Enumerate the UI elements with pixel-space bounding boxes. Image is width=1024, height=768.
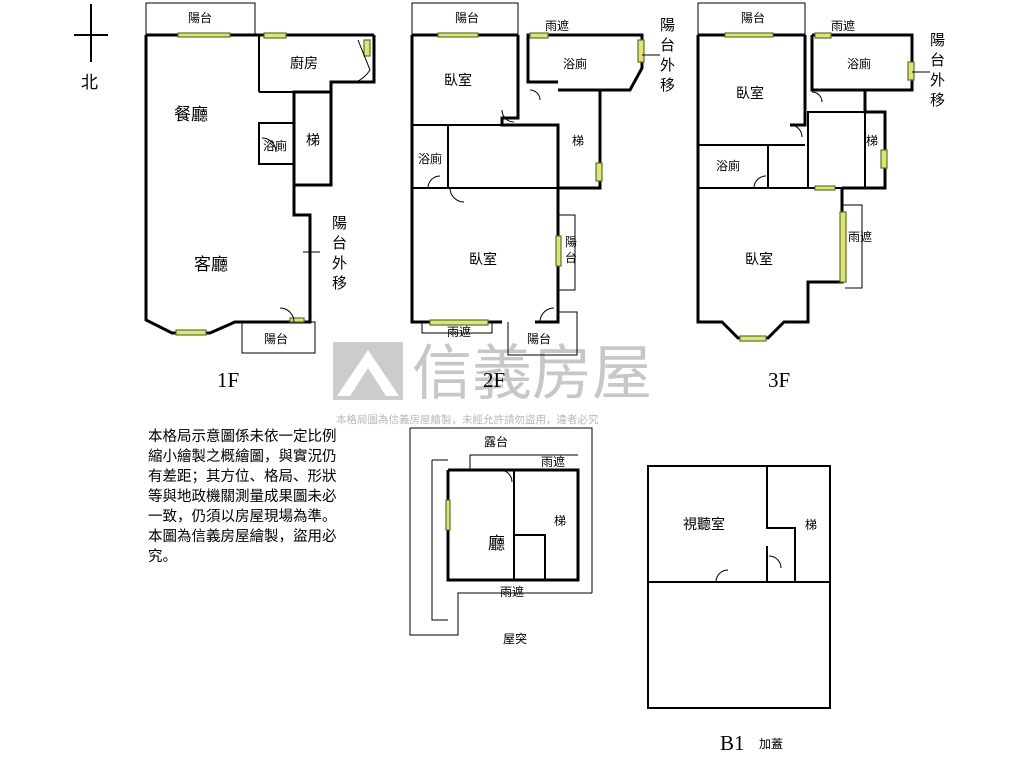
f1-balcony-bottom: 陽台 <box>264 331 288 346</box>
f3-balcony-top: 陽台 <box>741 10 765 25</box>
floor-roof: 露台 雨遮 梯 廳 雨遮 屋突 <box>409 427 593 646</box>
compass: 北 <box>74 4 108 93</box>
f3-balcony-out: 陽 台 外 移 <box>930 31 950 109</box>
f3-canopy-side: 雨遮 <box>848 229 872 244</box>
roof-canopy-bottom: 雨遮 <box>500 584 524 599</box>
f1-balcony-top: 陽台 <box>188 10 212 25</box>
roof-canopy-top: 雨遮 <box>541 454 565 469</box>
f3-bathroom-left: 浴廁 <box>716 158 740 173</box>
b1-stairs: 梯 <box>805 518 817 532</box>
roof-floor-label: 屋突 <box>503 631 527 646</box>
f3-canopy-top: 雨遮 <box>831 18 855 33</box>
b1-av-room: 視聽室 <box>683 516 725 533</box>
floor-b1: 視聽室 梯 B1 加蓋 <box>647 465 831 755</box>
b1-floor-note: 加蓋 <box>759 737 783 751</box>
watermark-notice: 本格局圖為信義房屋繪製，未經允許請勿盜用，違者必究 <box>336 413 599 426</box>
f1-kitchen: 廚房 <box>290 55 318 72</box>
f3-bathroom-top: 浴廁 <box>847 56 871 71</box>
brand-logo-icon <box>333 342 403 400</box>
f2-balcony-bottom: 陽台 <box>527 331 551 346</box>
f2-stairs: 梯 <box>572 134 584 148</box>
f2-floor-label: 2F <box>483 368 505 392</box>
disclaimer-note: 本格局示意圖係未依一定比例縮小繪製之概繪圖，與實況仍有差距；其方位、格局、形狀等… <box>148 429 337 565</box>
north-label: 北 <box>81 73 98 93</box>
watermark-brand: 信義房屋 <box>412 339 652 409</box>
f2-bedroom-top: 臥室 <box>444 72 472 89</box>
roof-hall: 廳 <box>488 534 505 554</box>
f3-bedroom-top: 臥室 <box>736 85 764 102</box>
f3-floor-label: 3F <box>768 368 790 392</box>
f3-stairs: 梯 <box>866 134 878 148</box>
f2-balcony-top: 陽台 <box>455 10 479 25</box>
f2-balcony-side: 陽 台 <box>565 235 581 265</box>
b1-floor-label: B1 <box>720 731 745 755</box>
f2-bedroom-main: 臥室 <box>469 251 497 268</box>
f1-bathroom: 浴廁 <box>263 138 287 153</box>
f1-living: 客廳 <box>194 255 228 275</box>
f2-balcony-out: 陽 台 外 移 <box>660 16 680 94</box>
floor-3f: 陽台 雨遮 臥室 浴廁 浴廁 梯 雨遮 臥室 3F <box>696 2 930 392</box>
watermark: 信義房屋 本格局圖為信義房屋繪製，未經允許請勿盜用，違者必究 <box>333 339 652 426</box>
f2-bathroom-top: 浴廁 <box>563 56 587 71</box>
f1-floor-label: 1F <box>217 368 239 392</box>
floor-2f: 陽台 雨遮 臥室 浴廁 浴廁 梯 臥室 雨遮 陽台 2F <box>410 2 660 392</box>
f2-bathroom-left: 浴廁 <box>418 151 442 166</box>
f2-canopy-bottom: 雨遮 <box>447 324 471 339</box>
f1-balcony-out: 陽 台 外 移 <box>332 214 352 292</box>
f1-stairs: 梯 <box>306 133 320 149</box>
f2-canopy-top: 雨遮 <box>545 18 569 33</box>
floor-1f: 陽台 廚房 餐廳 浴廁 梯 客廳 陽台 1F <box>144 2 376 392</box>
roof-terrace: 露台 <box>484 434 508 449</box>
f3-bedroom-main: 臥室 <box>745 251 773 268</box>
roof-stairs: 梯 <box>554 514 566 528</box>
f1-dining: 餐廳 <box>174 105 208 125</box>
